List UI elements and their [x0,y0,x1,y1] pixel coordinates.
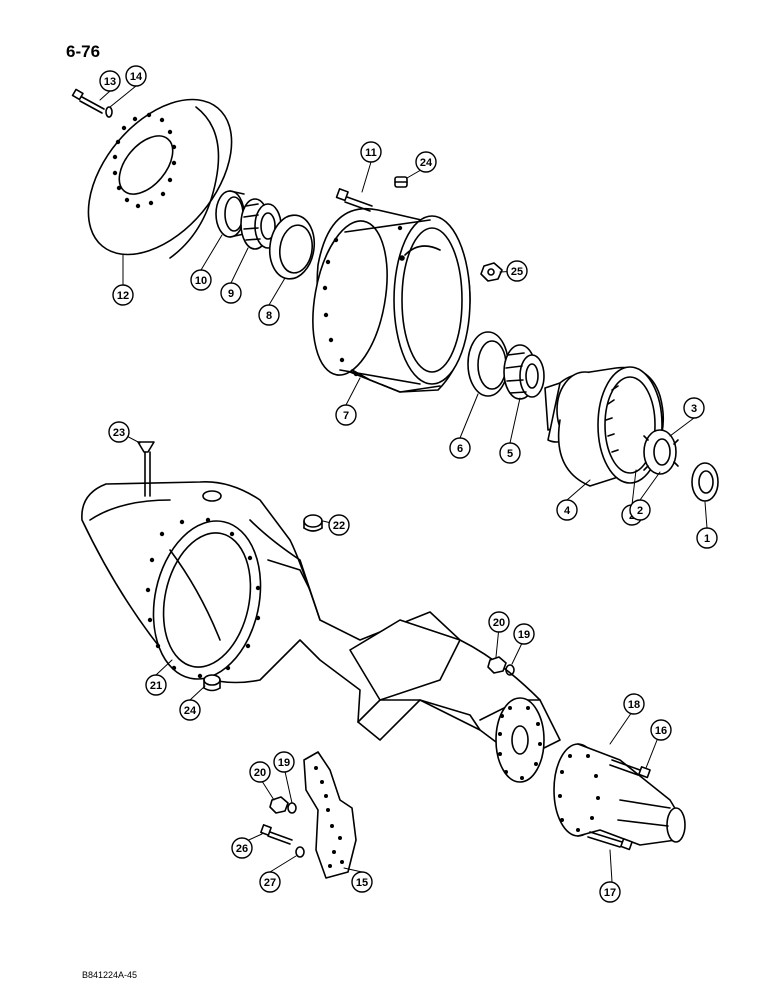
drain-plug-upper [394,176,408,188]
callout-13: 13 [99,70,121,92]
callout-12: 12 [112,284,134,306]
disc-washer [105,106,113,118]
callout-4: 4 [556,499,578,521]
callout-11: 11 [360,141,382,163]
inner-bearing-cup [467,331,509,397]
callout-3: 3 [683,397,705,419]
callout-8: 8 [258,304,280,326]
ring-gear-carrier [544,366,665,487]
housing-bolt [335,188,373,212]
callout-label: 8 [266,310,272,322]
bracket-washer-lower [295,846,305,858]
callout-label: 6 [457,443,463,455]
callout-21: 21 [145,674,167,696]
mounting-bracket [303,751,357,879]
callout-label: 21 [150,680,162,692]
callout-25: 25 [506,260,528,282]
callout-14: 14 [125,65,147,87]
housing-nut [487,656,507,674]
callout-label: 7 [343,410,349,422]
callout-label: 11 [365,147,377,159]
callout-10: 10 [190,269,212,291]
callout-label: 16 [655,725,667,737]
thrust-washer [643,429,679,475]
spindle-bolt-upper [609,759,651,779]
callout-20: 20 [488,611,510,633]
callout-label: 19 [278,757,290,769]
hub-nut [480,262,503,282]
inner-roller-bearing [503,344,545,400]
axle-shaft-flange [479,697,545,783]
callout-18: 18 [623,693,645,715]
callout-label: 27 [264,877,276,889]
callout-24: 24 [415,151,437,173]
spindle-bolt-lower [587,831,633,851]
page-number: 6-76 [66,42,101,61]
callout-27: 27 [259,871,281,893]
bracket-nut [269,796,289,814]
housing-top-bolt [137,441,155,497]
bracket-bolt [260,824,293,845]
callout-20: 20 [249,761,271,783]
housing-washer [505,664,515,676]
callout-label: 26 [236,843,248,855]
callout-24: 24 [179,699,201,721]
spindle [553,743,686,846]
callout-23: 23 [108,421,130,443]
callout-19: 19 [273,751,295,773]
document-code: B841224A-45 [82,970,138,980]
callout-label: 14 [130,71,143,83]
callout-6: 6 [449,437,471,459]
callout-label: 4 [564,505,571,517]
callouts: 1223456789101112131415161718191920202122… [99,65,718,903]
callout-label: 24 [420,157,433,169]
callout-1: 1 [696,527,718,549]
bracket-washer [287,802,297,814]
callout-label: 19 [518,629,530,641]
callout-label: 18 [628,699,640,711]
callout-2: 2 [629,499,651,521]
callout-label: 1 [704,533,710,545]
callout-label: 24 [184,705,197,717]
bearing-cup [268,214,316,280]
breather-plug [303,514,323,532]
callout-label: 22 [333,520,345,532]
callout-5: 5 [499,442,521,464]
callout-label: 5 [507,448,513,460]
callout-label: 20 [493,617,505,629]
oil-seal [215,190,245,238]
callout-22: 22 [328,514,350,536]
callout-9: 9 [220,282,242,304]
callout-label: 20 [254,767,266,779]
callout-label: 9 [228,288,234,300]
callout-label: 15 [356,877,368,889]
callout-label: 2 [637,505,643,517]
callout-19: 19 [513,623,535,645]
axle-housing [81,481,561,761]
callout-label: 17 [604,887,616,899]
callout-label: 23 [113,427,125,439]
callout-16: 16 [650,719,672,741]
disc-bolt [71,88,105,114]
brake-disc [87,98,233,259]
lock-nut [691,462,719,502]
callout-label: 25 [511,266,523,278]
callout-label: 3 [691,403,697,415]
callout-label: 10 [195,275,207,287]
callout-26: 26 [231,837,253,859]
callout-15: 15 [351,871,373,893]
callout-7: 7 [335,404,357,426]
callout-label: 12 [117,290,129,302]
drain-plug-lower [203,674,221,692]
hub-housing [312,208,471,393]
callout-label: 13 [104,76,116,88]
callout-17: 17 [599,881,621,903]
